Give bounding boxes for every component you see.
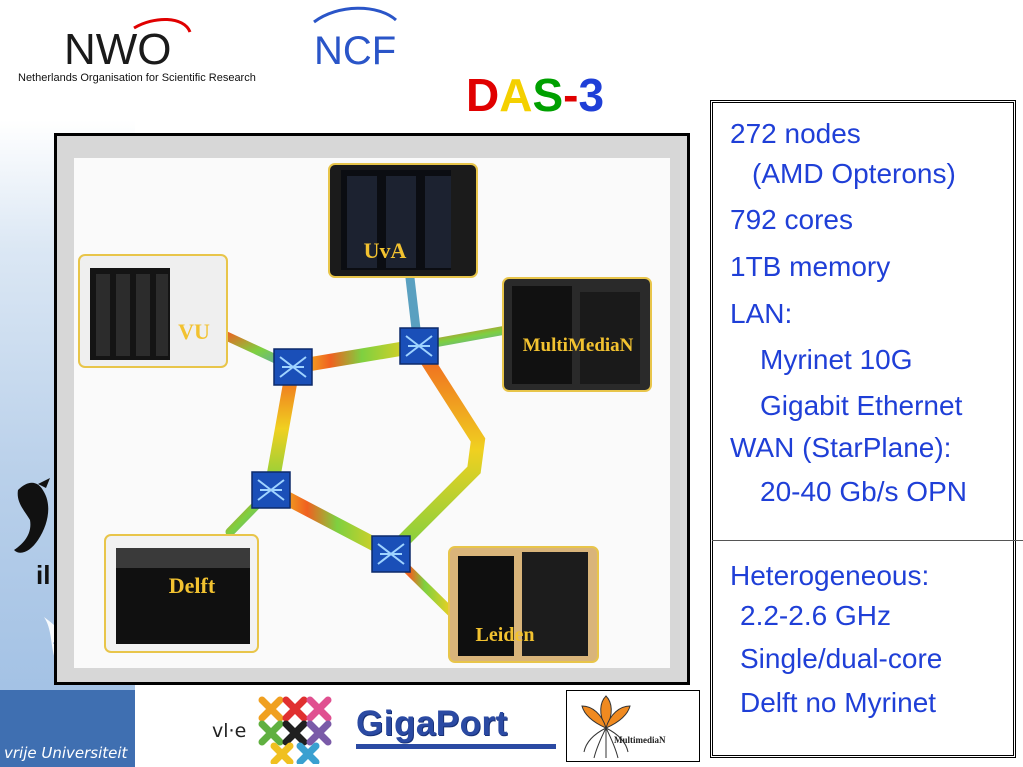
spec-nodes: 272 nodes	[730, 118, 861, 149]
switch-delft	[251, 471, 291, 509]
title-letter-a: A	[499, 69, 533, 121]
site-label-vu: VU	[178, 319, 210, 344]
spec-lan-myrinet: Myrinet 10G	[760, 344, 913, 375]
site-label-multimedian: MultiMediaN	[523, 335, 634, 356]
spec-lan-label: LAN:	[730, 298, 793, 329]
title-letter-s: S	[532, 69, 564, 121]
site-multimedian: MultiMediaN	[502, 277, 652, 392]
site-delft: Delft	[104, 534, 259, 653]
spec-cores: 792 cores	[730, 204, 853, 235]
spec-hetero-freq: 2.2-2.6 GHz	[740, 600, 891, 631]
ring-link-vu-uva	[286, 339, 425, 374]
nwo-logo: NWO	[64, 17, 192, 74]
gigaport-logo: GigaPort	[356, 704, 508, 743]
vu-footer-strip	[0, 690, 135, 767]
switch-leiden	[371, 535, 411, 573]
site-label-delft: Delft	[169, 573, 216, 598]
vle-logo-text: vl·e	[212, 720, 247, 742]
starplane-ring	[264, 339, 486, 560]
spec-hetero-delft: Delft no Myrinet	[740, 687, 937, 718]
spec-wan-label: WAN (StarPlane):	[730, 432, 952, 463]
vu-fragment-text: il	[36, 560, 51, 590]
site-label-uva: UvA	[364, 238, 407, 263]
nwo-tagline: Netherlands Organisation for Scientific …	[18, 72, 256, 84]
spec-wan-opn: 20-40 Gb/s OPN	[760, 476, 967, 507]
title-letter-d: D	[466, 69, 500, 121]
multimedian-logo-box	[566, 690, 700, 762]
ring-link-leiden-delft	[264, 483, 398, 560]
page-title: DAS-3	[466, 68, 604, 122]
site-vu: VU	[78, 254, 228, 368]
spec-panel	[710, 100, 1016, 758]
switch-vu	[273, 348, 313, 386]
gigaport-underline	[356, 744, 556, 749]
ncf-logo: NCF	[313, 6, 397, 73]
spec-hetero-label: Heterogeneous:	[730, 560, 930, 591]
vle-logo-icon	[258, 696, 332, 764]
spec-memory: 1TB memory	[730, 251, 891, 282]
griffin-bird-icon	[14, 478, 50, 553]
ring-link-uva-leiden	[384, 339, 486, 560]
switch-uva	[399, 327, 439, 365]
title-letter-3: 3	[578, 69, 605, 121]
site-leiden: Leiden	[448, 546, 599, 663]
ring-link-delft-vu	[264, 360, 300, 497]
spec-divider	[712, 540, 1023, 541]
spec-lan-gige: Gigabit Ethernet	[760, 390, 963, 421]
nwo-logo-text: NWO	[64, 25, 172, 74]
site-label-leiden: Leiden	[476, 624, 535, 646]
spec-cpu: (AMD Opterons)	[752, 158, 956, 189]
title-letter-dash: -	[563, 69, 579, 121]
spec-hetero-core: Single/dual-core	[740, 643, 943, 674]
multimedian-logo-text: MultimediaN	[614, 735, 666, 745]
site-uva: UvA	[328, 163, 478, 278]
multimedian-flower-icon	[581, 695, 631, 759]
vu-university-label: vrije Universiteit	[4, 744, 128, 762]
ncf-logo-text: NCF	[314, 29, 396, 73]
